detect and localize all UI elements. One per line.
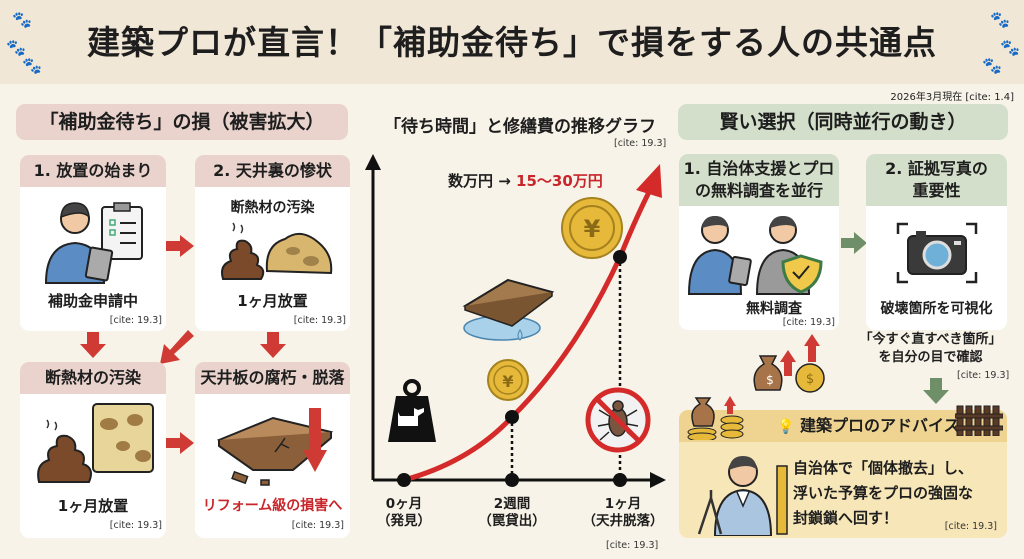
advice-cite: [cite: 19.3]	[944, 521, 997, 532]
card-heading: 2. 天井裏の惨状	[195, 155, 350, 187]
advice-line: 浮いた予算をプロの強固な	[793, 484, 974, 502]
arrow-down-icon	[260, 332, 286, 358]
wet-board-icon	[462, 278, 555, 341]
arrow-right-green-icon	[841, 232, 867, 254]
arrow-down-green-icon	[923, 378, 949, 404]
x-label-line: 2週間	[493, 496, 531, 512]
weight-with-dog-icon	[388, 379, 436, 442]
paw-print-icon: 🐾	[1000, 38, 1020, 57]
yen-coin-small-icon: ¥	[487, 359, 529, 401]
heading-line: 1. 自治体支援とプロ	[683, 159, 835, 178]
x-label-1: 2週間（罠貸出）	[467, 496, 557, 530]
data-point	[505, 410, 519, 424]
card-caption: 無料調査	[746, 301, 802, 317]
advice-title: 建築プロのアドバイス	[800, 416, 960, 435]
camera-icon	[896, 222, 978, 284]
svg-text:$: $	[806, 372, 814, 387]
cite: [cite: 19.3]	[109, 520, 162, 531]
paw-print-icon: 🐾	[990, 10, 1010, 29]
card-ceiling-collapse: 天井板の腐朽・脱落 リフォーム級の損害へ [cite: 19.3]	[195, 362, 350, 538]
lightbulb-icon: 💡	[777, 419, 795, 435]
x-label-line: 0ヶ月	[385, 496, 423, 512]
card-heading: 1. 放置の始まり	[20, 155, 166, 187]
no-cockroach-icon	[585, 387, 651, 453]
paw-print-icon: 🐾	[12, 10, 32, 29]
note-line: 「今すぐ直すべき箇所」	[859, 332, 1002, 347]
card-neglect-start: 1. 放置の始まり 補助金申請中 [cite: 19.3]	[20, 155, 166, 331]
card-evidence-photo: 2. 証拠写真の 重要性 破壊箇所を可視化	[866, 154, 1007, 330]
x-label-0: 0ヶ月（発見）	[359, 496, 449, 530]
x-label-line: （罠貸出）	[478, 513, 546, 529]
left-section-title: 「補助金待ち」の損（被害拡大）	[16, 104, 348, 140]
heading-line: 重要性	[912, 181, 961, 200]
card-heading: 天井板の腐朽・脱落	[195, 362, 350, 394]
annotation-highlight: 15〜30万円	[516, 172, 603, 190]
fence-icon	[955, 405, 1003, 436]
chart-title: 「待ち時間」と修繕費の推移グラフ	[384, 117, 656, 137]
svg-text:$: $	[766, 373, 774, 387]
svg-text:¥: ¥	[584, 215, 601, 243]
coin-stacks-icon	[687, 396, 744, 440]
card-heading: 断熱材の汚染	[20, 362, 166, 394]
cost-annotation: 数万円 → 15〜30万円	[448, 170, 603, 191]
card-caption: 破壊箇所を可視化	[880, 301, 993, 317]
x-label-line: 1ヶ月	[604, 496, 642, 512]
advice-line: 封鎖鎖へ回す！	[793, 509, 899, 527]
cite: [cite: 19.3]	[293, 315, 346, 326]
arrow-down-icon	[80, 332, 106, 358]
note-cite: [cite: 19.3]	[957, 370, 1010, 381]
card-caption: 1ヶ月放置	[57, 497, 129, 515]
arrow-right-icon	[166, 432, 194, 454]
right-section-title: 賢い選択（同時並行の動き）	[678, 104, 1008, 140]
advice-body: 自治体で「個体撤去」し、 浮いた予算をプロの強固な 封鎖鎖へ回す！	[793, 456, 973, 531]
arrow-diagonal-icon	[160, 330, 194, 364]
page-title: 建築プロが直言！「補助金待ち」で損をする人の共通点	[87, 23, 937, 62]
advice-box: 💡 建築プロのアドバイス 自治体で「個体撤去」し、 浮いた予算をプロの強固な 封…	[679, 410, 1007, 538]
cost-curve	[403, 188, 653, 483]
card-insulation-contamination: 断熱材の汚染 1ヶ月放置 [cite: 19.3]	[20, 362, 166, 538]
card-parallel-survey: 1. 自治体支援とプロ の無料調査を並行 無料調査 [cite: 19.3]	[679, 154, 839, 330]
damage-caption: リフォーム級の損害へ	[202, 498, 343, 514]
person-with-clipboard-icon	[44, 202, 143, 284]
note-line: を自分の目で確認	[878, 350, 983, 365]
chart-title-cite: [cite: 19.3]	[614, 138, 667, 149]
card-attic-damage: 2. 天井裏の惨状 断熱材の汚染 1ヶ月放置 [cite: 19.3]	[195, 155, 350, 331]
two-people-with-shield-icon	[687, 216, 823, 295]
paw-print-icon: 🐾	[982, 56, 1002, 75]
data-point	[613, 250, 627, 264]
x-label-line: （発見）	[377, 513, 431, 529]
broken-ceiling-board-icon	[216, 408, 334, 486]
architect-icon	[697, 456, 788, 536]
cite: [cite: 19.3]	[109, 315, 162, 326]
heading-line: 2. 証拠写真の	[885, 159, 988, 178]
paw-print-icon: 🐾	[6, 38, 26, 57]
cite: [cite: 19.3]	[782, 317, 835, 328]
data-point	[397, 473, 411, 487]
card-heading: 2. 証拠写真の 重要性	[866, 154, 1007, 206]
card-caption: 補助金申請中	[47, 292, 138, 310]
x-label-line: （天井脱落）	[582, 513, 664, 529]
header-banner	[0, 0, 1024, 84]
advice-line: 自治体で「個体撤去」し、	[793, 459, 974, 477]
date-note: 2026年3月現在 [cite: 1.4]	[890, 92, 1014, 103]
card-subheading: 断熱材の汚染	[230, 200, 315, 216]
cite: [cite: 19.3]	[291, 520, 344, 531]
paw-print-icon: 🐾	[22, 56, 42, 75]
card-caption: 1ヶ月放置	[237, 292, 308, 310]
droppings-and-insulation-icon	[221, 222, 333, 280]
money-growth-icon: $ $	[753, 334, 825, 393]
svg-text:¥: ¥	[502, 372, 513, 391]
card-heading: 1. 自治体支援とプロ の無料調査を並行	[679, 154, 839, 206]
annotation-prefix: 数万円 →	[448, 172, 511, 190]
inspection-note: 「今すぐ直すべき箇所」 を自分の目で確認	[853, 331, 1008, 367]
x-label-2: 1ヶ月（天井脱落）	[573, 496, 673, 530]
arrow-right-icon	[166, 235, 194, 257]
cost-growth-chart: ¥ ¥	[365, 154, 666, 488]
chart-bottom-cite: [cite: 19.3]	[606, 540, 659, 551]
yen-coin-large-icon: ¥	[561, 197, 623, 259]
stained-insulation-icon	[37, 403, 154, 483]
heading-line: の無料調査を並行	[694, 181, 823, 200]
